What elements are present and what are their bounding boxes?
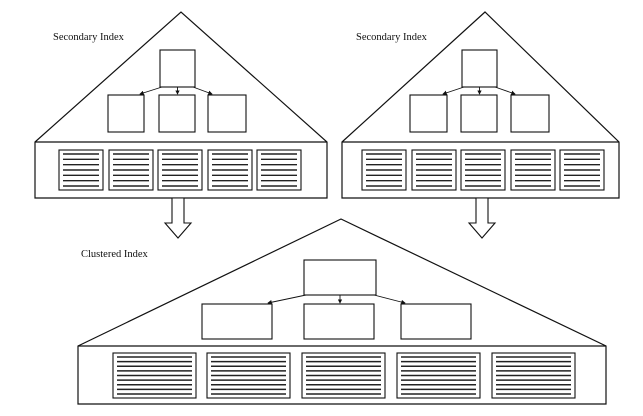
leaf-data-block (157, 149, 203, 191)
leaf-data-block (361, 149, 407, 191)
leaf-data-block (559, 149, 605, 191)
child-node (207, 94, 247, 133)
child-node (303, 303, 375, 340)
leaf-data-block (460, 149, 506, 191)
clustered-index-tree (77, 218, 607, 405)
child-node (409, 94, 448, 133)
leaf-data-block (491, 352, 576, 399)
left-secondary-index-tree (34, 11, 328, 199)
node-pointer-arrow (373, 294, 406, 305)
arrows-layer (163, 197, 497, 239)
child-node (460, 94, 498, 133)
node-pointer-arrow (442, 86, 465, 95)
left-secondary-index-label: Secondary Index (53, 32, 124, 43)
child-node (158, 94, 196, 133)
node-pointer-arrow (494, 86, 516, 95)
node-pointer-arrow (267, 294, 307, 305)
child-node (510, 94, 550, 133)
clustered-index-label: Clustered Index (81, 249, 148, 260)
leaf-data-block (396, 352, 481, 399)
leaf-data-block (58, 149, 104, 191)
child-node (400, 303, 472, 340)
leaf-data-block (207, 149, 253, 191)
child-node (201, 303, 273, 340)
leaf-data-block (256, 149, 302, 191)
root-node (461, 49, 498, 88)
leaf-data-block (206, 352, 291, 399)
right-secondary-index-label: Secondary Index (356, 32, 427, 43)
child-node (107, 94, 145, 133)
root-node (303, 259, 377, 296)
leaf-data-block (108, 149, 154, 191)
leaf-data-block (301, 352, 386, 399)
right-secondary-index-tree (341, 11, 620, 199)
root-node (159, 49, 196, 88)
node-pointer-arrow (192, 86, 213, 95)
left-to-clustered-arrow (163, 197, 193, 239)
leaf-data-block (112, 352, 197, 399)
trees-layer (34, 11, 620, 405)
node-pointer-arrow (139, 86, 163, 96)
right-to-clustered-arrow (467, 197, 497, 239)
leaf-data-block (510, 149, 556, 191)
leaf-data-block (411, 149, 457, 191)
